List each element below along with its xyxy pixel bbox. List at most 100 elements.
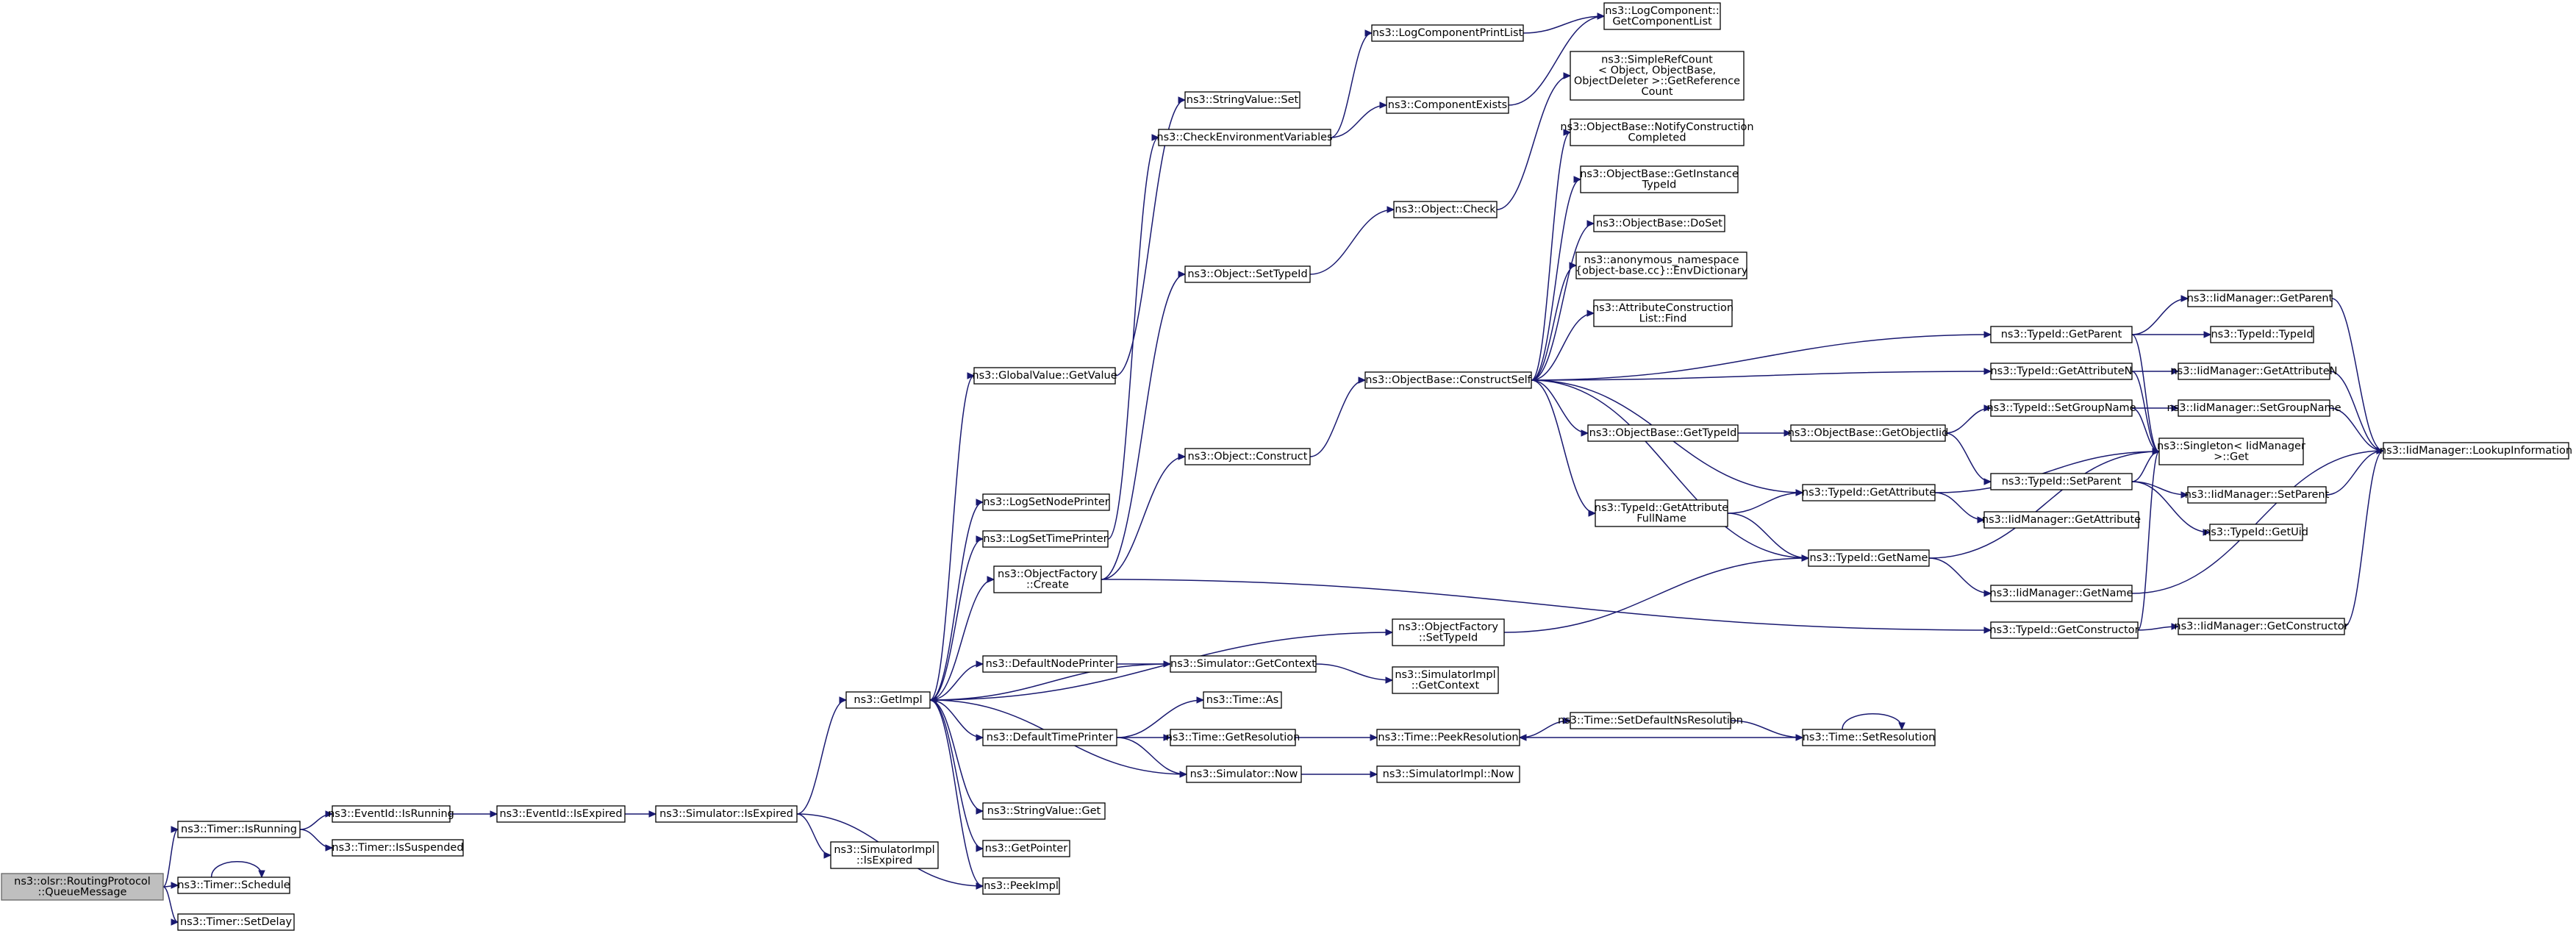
edge-line [1928,451,2160,559]
graph-edge [1330,101,1388,138]
graph-node[interactable]: ns3::Simulator::IsExpired [655,805,798,823]
graph-node[interactable]: ns3::TypeId::GetParent [1990,326,2133,343]
graph-node[interactable]: ns3::IidManager::GetAttribute [1982,511,2141,529]
edge-arrowhead [1385,629,1394,636]
edge-line [1503,557,1809,633]
graph-node[interactable]: ns3::ObjectFactory::SetTypeId [1392,618,1505,646]
graph-node-box [1184,91,1300,109]
graph-node[interactable]: ns3::CheckEnvironmentVariables [1156,129,1333,146]
graph-node[interactable]: ns3::SimpleRefCount< Object, ObjectBase,… [1570,51,1745,101]
graph-node[interactable]: ns3::ObjectBase::NotifyConstructionCompl… [1560,118,1754,146]
graph-node[interactable]: ns3::TypeId::GetConstructor [1989,621,2139,639]
graph-node[interactable]: ns3::olsr::RoutingProtocol::QueueMessage [1,873,164,901]
graph-node[interactable]: ns3::Object::SetTypeId [1184,265,1311,283]
graph-node[interactable]: ns3::IidManager::SetGroupName [2167,399,2341,417]
graph-node[interactable]: ns3::Object::Construct [1184,448,1311,465]
graph-node[interactable]: ns3::IidManager::GetParent [2187,290,2333,307]
graph-node[interactable]: ns3::SimulatorImpl::GetContext [1392,666,1499,694]
edge-arrowhead [2171,368,2180,375]
graph-node[interactable]: ns3::Time::GetResolution [1166,729,1300,746]
graph-node[interactable]: ns3::Object::Check [1393,201,1498,218]
graph-node[interactable]: ns3::IidManager::GetConstructor [2174,618,2349,635]
graph-node-label: ns3::IidManager::GetAttribute [1982,514,2141,526]
graph-node[interactable]: ns3::LogComponent::GetComponentList [1603,2,1721,30]
graph-node[interactable]: ns3::Simulator::GetContext [1170,655,1317,673]
graph-node[interactable]: ns3::TypeId::GetAttribute [1802,484,1936,501]
edge-arrowhead [1563,717,1572,724]
edge-line [929,699,984,887]
graph-node[interactable]: ns3::ObjectFactory::Create [993,565,1102,593]
graph-node[interactable]: ns3::TypeId::GetName [1808,549,1930,567]
edge-line [2325,450,2384,496]
graph-node[interactable]: ns3::PeekImpl [982,877,1060,895]
graph-node[interactable]: ns3::EventId::IsRunning [328,805,454,823]
graph-node[interactable]: ns3::Timer::IsSuspended [332,839,464,857]
graph-node[interactable]: ns3::IidManager::GetAttributeN [2170,363,2338,380]
graph-node[interactable]: ns3::GetImpl [845,691,931,709]
graph-node[interactable]: ns3::IidManager::SetParent [2185,486,2330,504]
graph-node[interactable]: ns3::Time::PeekResolution [1376,729,1520,746]
graph-node[interactable]: ns3::GlobalValue::GetValue [972,367,1117,385]
graph-node[interactable]: ns3::TypeId::SetParent [1990,473,2133,490]
graph-node[interactable]: ns3::Singleton< IidManager>::Get [2157,438,2305,465]
graph-node-label: ns3::TypeId::GetConstructor [1989,624,2139,636]
graph-node[interactable]: ns3::Time::SetDefaultNsResolution [1558,712,1743,729]
graph-node[interactable]: ns3::LogSetTimePrinter [982,530,1109,548]
edge-line [162,886,179,923]
graph-edge [1531,379,1597,517]
graph-node[interactable]: ns3::IidManager::GetName [1990,585,2133,602]
graph-edge [1523,13,1606,34]
graph-node[interactable]: ns3::TypeId::GetAttributeN [1990,363,2133,380]
graph-node-label: ns3::anonymous_namespace [1584,254,1739,266]
graph-node-label: ns3::Simulator::Now [1190,768,1298,780]
edge-arrowhead [1983,368,1992,375]
graph-node[interactable]: ns3::anonymous_namespace{object-base.cc}… [1575,251,1748,279]
edge-line [2331,298,2384,451]
graph-node[interactable]: ns3::LogSetNodePrinter [982,493,1110,511]
graph-node[interactable]: ns3::Timer::IsRunning [177,821,301,838]
graph-node[interactable]: ns3::EventId::IsExpired [496,805,626,823]
graph-node[interactable]: ns3::TypeId::SetGroupName [1986,399,2136,417]
graph-node[interactable]: ns3::SimulatorImpl::IsExpired [830,841,939,869]
graph-node[interactable]: ns3::SimulatorImpl::Now [1376,765,1520,783]
edge-line [1944,432,1992,482]
graph-edge [1508,13,1606,106]
graph-node[interactable]: ns3::TypeId::TypeId [2210,326,2314,343]
graph-node-box [1990,399,2133,417]
edge-line [929,375,975,701]
graph-node-label: ns3::TypeId::SetGroupName [1986,402,2136,414]
graph-node-label: ns3::Time::SetDefaultNsResolution [1558,715,1743,726]
graph-node[interactable]: ns3::Simulator::Now [1186,765,1302,783]
graph-node[interactable]: ns3::ObjectBase::GetObjectIid [1788,424,1949,442]
edge-line [1116,737,1187,775]
graph-node-label: ns3::olsr::RoutingProtocol [14,876,151,888]
graph-node-label: Count [1641,86,1672,98]
graph-node-box [993,565,1102,593]
graph-node-box [1603,2,1721,30]
graph-node-box [1570,118,1745,146]
graph-node[interactable]: ns3::Timer::Schedule [177,876,290,894]
graph-node[interactable]: ns3::DefaultNodePrinter [982,655,1117,673]
graph-node[interactable]: ns3::ComponentExists [1386,96,1509,114]
graph-node[interactable]: ns3::ObjectBase::ConstructSelf [1364,371,1532,389]
graph-node[interactable]: ns3::TypeId::GetUid [2204,524,2308,541]
graph-node[interactable]: ns3::StringValue::Get [982,802,1106,820]
graph-node-label: TypeId [1642,179,1677,190]
graph-node[interactable]: ns3::Time::As [1203,691,1282,709]
graph-node[interactable]: ns3::DefaultTimePrinter [982,729,1117,746]
edge-arrowhead [929,696,937,704]
graph-node-box [2178,363,2330,380]
graph-node[interactable]: ns3::Time::SetResolution [1802,729,1936,746]
graph-node[interactable]: ns3::IidManager::LookupInformation [2380,442,2572,460]
graph-node[interactable]: ns3::ObjectBase::GetTypeId [1587,424,1739,442]
graph-edge [2131,481,2211,536]
graph-node[interactable]: ns3::StringValue::Set [1184,91,1300,109]
graph-node[interactable]: ns3::GetPointer [982,840,1070,857]
graph-node[interactable]: ns3::LogComponentPrintList [1371,24,1524,42]
graph-node[interactable]: ns3::ObjectBase::DoSet [1593,215,1725,232]
graph-node-box [1990,326,2133,343]
graph-node[interactable]: ns3::Timer::SetDelay [177,913,295,931]
